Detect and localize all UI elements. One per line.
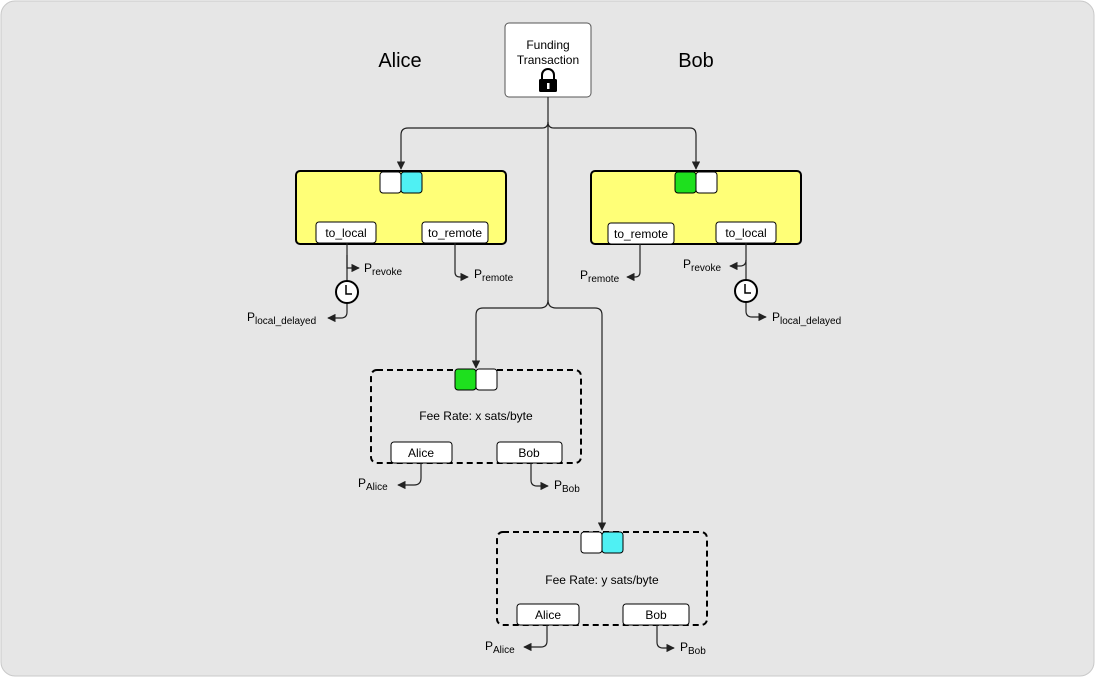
closing-tx-x-box (370, 369, 582, 464)
clock-icon (335, 280, 359, 304)
bob-label-p-remote: Premote (580, 268, 620, 285)
bob-label-p-remote-sub: remote (588, 274, 620, 285)
closing-tx-y-output-bob (622, 603, 690, 626)
funding-connectors (396, 97, 701, 531)
closing-tx-x-label-p-alice: PAlice (358, 476, 388, 493)
alice-output-to-local-label: to_local (325, 226, 366, 240)
bob-commitment-tx: to_remote to_local (590, 170, 802, 245)
clock-icon (734, 279, 758, 303)
closing-tx-y-label-p-bob: PBob (680, 640, 706, 657)
closing-tx-x-output-bob (496, 441, 563, 464)
closing-tx-y-label-p-alice-base: P (485, 639, 493, 653)
alice-output-to-local (315, 221, 377, 244)
lock-icon (539, 68, 557, 92)
alice-commitment-signature-left (379, 171, 402, 194)
closing-tx-y-fee-rate: Fee Rate: y sats/byte (545, 573, 659, 587)
closing-tx-x-signature-left (454, 368, 477, 391)
closing-tx-x-fee-rate: Fee Rate: x sats/byte (419, 409, 533, 423)
funding-label-line1: Funding (526, 38, 569, 52)
closing-tx-y-signature-left (580, 531, 603, 554)
closing-tx-x-output-bob-label: Bob (518, 446, 540, 460)
alice-label-p-remote: Premote (474, 267, 514, 284)
closing-tx-y-paths (523, 625, 675, 653)
closing-tx-y: Fee Rate: y sats/byte Alice Bob (496, 531, 708, 626)
alice-label-p-revoke: Prevoke (364, 261, 402, 278)
bob-commitment-paths (626, 243, 767, 322)
closing-tx-y-box (496, 531, 708, 626)
alice-label-p-local-delayed-sub: local_delayed (255, 316, 316, 327)
bob-label-p-local-delayed: Plocal_delayed (772, 310, 841, 327)
closing-tx-y-label-p-bob-sub: Bob (688, 646, 706, 657)
bob-commitment-signature-left (674, 171, 697, 194)
alice-commitment-paths (327, 243, 469, 323)
closing-tx-y-output-bob-label: Bob (645, 608, 667, 622)
bob-label-p-remote-base: P (580, 268, 588, 282)
closing-tx-x-label-p-bob-sub: Bob (562, 484, 580, 495)
bob-label-p-revoke: Prevoke (683, 257, 721, 274)
heading-alice: Alice (378, 50, 421, 72)
heading-bob: Bob (678, 50, 714, 72)
closing-tx-x-label-p-alice-base: P (358, 476, 366, 490)
closing-tx-y-label-p-bob-base: P (680, 640, 688, 654)
bob-label-p-revoke-base: P (683, 257, 691, 271)
closing-tx-x-output-alice-label: Alice (408, 446, 434, 460)
alice-label-p-revoke-sub: revoke (372, 267, 402, 278)
closing-tx-y-output-alice-label: Alice (535, 608, 561, 622)
funding-transaction: Funding Transaction (504, 22, 592, 98)
closing-tx-x-label-p-alice-sub: Alice (366, 482, 388, 493)
alice-label-p-revoke-base: P (364, 261, 372, 275)
funding-label-line2: Transaction (517, 53, 579, 67)
alice-commitment-signature-right (400, 171, 423, 194)
alice-label-p-remote-base: P (474, 267, 482, 281)
bob-label-p-local-delayed-sub: local_delayed (780, 316, 841, 327)
closing-tx-y-label-p-alice-sub: Alice (493, 645, 515, 656)
closing-tx-x: Fee Rate: x sats/byte Alice Bob (370, 368, 582, 464)
closing-tx-x-paths (397, 463, 549, 491)
bob-output-to-local-label: to_local (725, 226, 766, 240)
bob-commitment-signature-right (695, 171, 718, 194)
bob-output-to-remote (607, 222, 675, 245)
bob-output-to-remote-label: to_remote (614, 227, 668, 241)
closing-tx-y-output-alice (516, 603, 580, 626)
alice-commitment-tx: to_local to_remote (295, 170, 507, 245)
alice-output-to-remote-label: to_remote (428, 226, 482, 240)
closing-tx-y-label-p-alice: PAlice (485, 639, 515, 656)
bob-label-p-revoke-sub: revoke (691, 263, 721, 274)
alice-label-p-remote-sub: remote (482, 273, 514, 284)
closing-tx-x-label-p-bob-base: P (554, 478, 562, 492)
bob-label-p-local-delayed-base: P (772, 310, 780, 324)
closing-tx-x-label-p-bob: PBob (554, 478, 580, 495)
closing-tx-x-signature-right (475, 368, 498, 391)
alice-label-p-local-delayed-base: P (247, 310, 255, 324)
closing-tx-y-signature-right (601, 531, 624, 554)
alice-label-p-local-delayed: Plocal_delayed (247, 310, 316, 327)
